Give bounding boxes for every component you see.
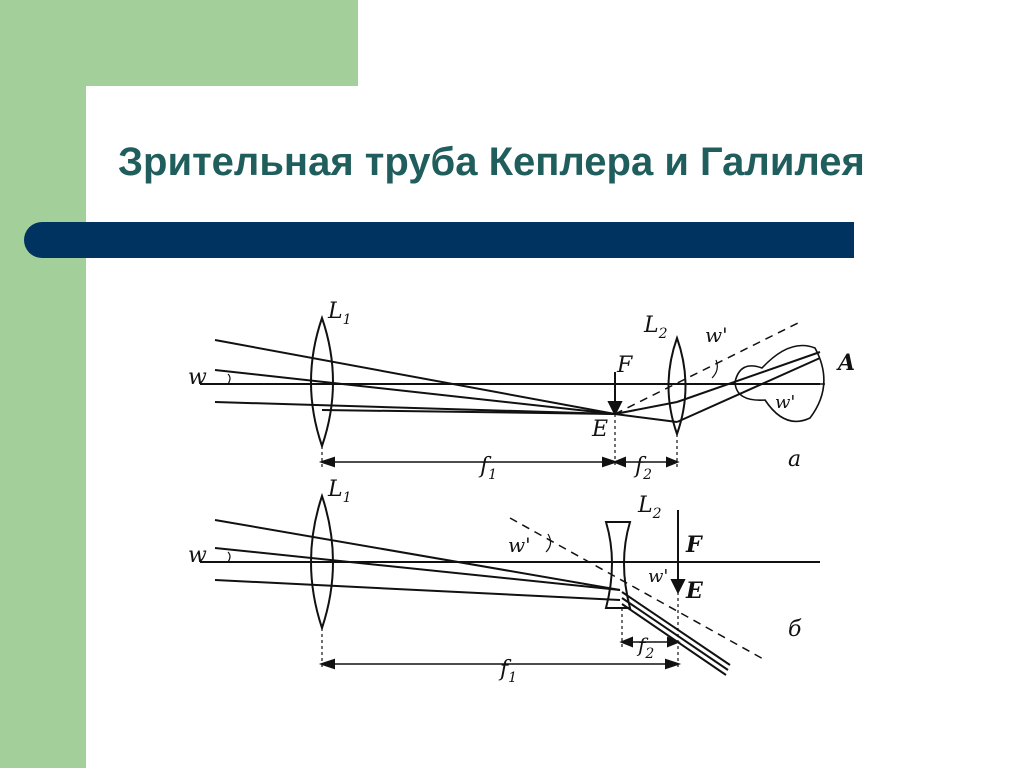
ray-a-2 bbox=[214, 369, 616, 415]
ray-b-out-1 bbox=[621, 591, 731, 666]
label-f1-a: f1 bbox=[478, 454, 497, 483]
label-E-a: E bbox=[591, 417, 608, 442]
label-w-small-b: w' bbox=[648, 566, 668, 587]
label-w-eye-a: w' bbox=[775, 392, 795, 413]
galileo-diagram bbox=[200, 492, 820, 676]
dim-f2-b-left bbox=[619, 636, 633, 648]
angle-arc-w-a bbox=[227, 373, 231, 385]
eye-outline-a bbox=[734, 344, 825, 423]
eyepiece-lens-b bbox=[604, 521, 632, 609]
ray-a-out-2 bbox=[676, 357, 821, 423]
label-f2-b: f2 bbox=[636, 633, 654, 662]
label-L1-b: L1 bbox=[327, 477, 352, 506]
title-underline-bar bbox=[24, 222, 854, 258]
ray-a-4 bbox=[614, 401, 678, 415]
label-w-out-a: w' bbox=[705, 323, 728, 347]
green-sidebar bbox=[0, 0, 86, 768]
label-w-a: w bbox=[188, 365, 207, 390]
dim-f1-a-right bbox=[602, 456, 619, 468]
ray-a-1 bbox=[214, 339, 616, 415]
ray-b-3 bbox=[214, 579, 621, 601]
label-L2-a: L2 bbox=[643, 313, 668, 342]
ray-a-5 bbox=[614, 413, 678, 423]
ray-a-3 bbox=[214, 401, 616, 415]
label-F-b: F bbox=[685, 532, 703, 558]
label-caption-b: б bbox=[788, 617, 802, 642]
label-caption-a: а bbox=[788, 447, 801, 472]
green-top-block bbox=[0, 0, 358, 86]
label-A-a: A bbox=[836, 350, 855, 376]
label-f2-a: f2 bbox=[633, 454, 652, 483]
label-E-b: E bbox=[685, 578, 704, 604]
ray-b-out-2 bbox=[621, 597, 729, 671]
focal-arrowhead-a bbox=[607, 401, 623, 417]
dashed-line-a bbox=[614, 321, 801, 415]
dim-f2-a-left bbox=[612, 456, 626, 468]
slide-title: Зрительная труба Кеплера и Галилея bbox=[118, 140, 865, 184]
angle-arc-w-b bbox=[227, 551, 231, 563]
slide-card bbox=[86, 86, 1024, 768]
label-F-a: F bbox=[616, 353, 633, 378]
angle-arc-w2-b bbox=[545, 533, 552, 553]
angle-arc-w2-a bbox=[711, 359, 718, 379]
dim-f1-b-left bbox=[318, 658, 335, 670]
dim-f1-a-left bbox=[318, 456, 335, 468]
label-w-out-b: w' bbox=[508, 533, 531, 557]
ray-a-3b bbox=[321, 409, 616, 415]
dim-f2-a-right bbox=[666, 456, 680, 468]
telescope-diagram: L1 L2 w w' w' F E A f1 f2 а bbox=[188, 299, 855, 686]
ray-b-2 bbox=[214, 547, 621, 591]
kepler-diagram bbox=[200, 314, 825, 468]
dim-f1-b-right bbox=[665, 658, 682, 670]
label-L2-b: L2 bbox=[637, 493, 662, 522]
ray-b-1 bbox=[214, 519, 621, 591]
focal-arrowhead-b bbox=[670, 579, 686, 595]
label-L1-a: L1 bbox=[327, 299, 352, 328]
dim-f2-b-right bbox=[667, 636, 681, 648]
label-f1-b: f1 bbox=[498, 657, 517, 686]
dashed-line-b bbox=[509, 517, 766, 661]
label-w-b: w bbox=[188, 543, 207, 568]
ray-a-out-1 bbox=[676, 351, 821, 403]
